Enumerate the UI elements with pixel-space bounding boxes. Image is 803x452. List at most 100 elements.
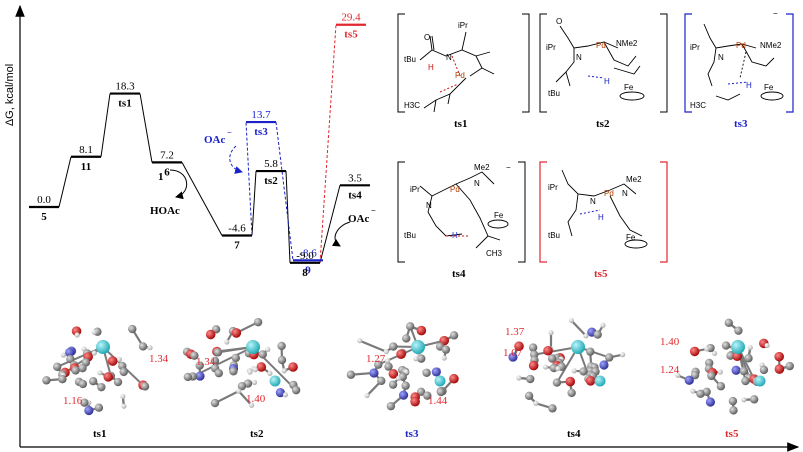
tbu-text: tBu	[404, 231, 416, 240]
dist-ts2-a: 1.34	[196, 356, 216, 368]
atom-O	[565, 376, 576, 387]
atom-C	[423, 391, 432, 400]
curved-arrow-1	[169, 169, 187, 200]
atom-C	[388, 380, 398, 389]
atom-O	[774, 351, 784, 362]
model-labels: 1.34 1.16 ts1 1.34 1.40 ts2 1.27 1.44 ts…	[63, 326, 739, 440]
atom-H	[690, 388, 696, 394]
atom-C	[384, 362, 393, 371]
atom-C	[547, 354, 557, 363]
atom-H	[548, 330, 554, 336]
fe-text: Fe	[626, 233, 636, 242]
atom-C	[277, 355, 287, 365]
dist-ts4-a: 1.37	[505, 326, 525, 338]
atom-C	[716, 382, 726, 391]
atom-N	[84, 405, 94, 416]
atom-C	[416, 387, 426, 397]
svg-text:O: O	[556, 17, 562, 26]
connector-8-ts4	[319, 185, 341, 263]
atom-C	[729, 406, 738, 415]
atom-O	[288, 362, 298, 372]
ipr-text: iPr	[546, 43, 556, 52]
connector-ts3-9	[275, 121, 294, 261]
atom-H	[413, 356, 419, 362]
atom-O	[388, 369, 399, 379]
species-label-ts2: ts2	[264, 175, 278, 187]
atom-H	[516, 375, 522, 381]
energy-label-ts3: 13.7	[251, 109, 271, 121]
bond	[237, 390, 253, 407]
atom-H	[764, 342, 770, 349]
h-text: H	[604, 77, 610, 86]
atom-C	[253, 317, 263, 327]
ipr-text: iPr	[690, 43, 700, 52]
bond	[214, 390, 240, 405]
atom-C	[741, 376, 750, 386]
n-text: N	[576, 53, 582, 62]
atom-O	[256, 362, 267, 372]
label-ts2: ts2	[596, 118, 610, 130]
label-ts1: ts1	[454, 118, 467, 130]
energy-label-7: -4.6	[228, 223, 246, 235]
atom-O	[410, 396, 420, 407]
energy-label-6: 7.2	[160, 149, 174, 161]
atom-C	[113, 377, 123, 387]
bracket-right	[518, 161, 526, 263]
me2-text: Me2	[626, 175, 642, 184]
tbu-text: tBu	[548, 89, 560, 98]
species-label-11: 11	[81, 161, 91, 173]
label-ts3: ts3	[734, 118, 748, 130]
energy-label-ts1: 18.3	[115, 81, 135, 93]
atom-C	[140, 382, 150, 391]
atom-C	[449, 331, 459, 340]
atom-H	[364, 392, 370, 399]
atom-N	[508, 352, 518, 362]
connector-6-7	[181, 162, 223, 236]
structure-ts1: iPr tBu N H Pd O H3C ts1	[397, 13, 530, 130]
h-text: H	[598, 213, 604, 222]
energy-label-8: -9.0	[296, 250, 314, 262]
atom-C	[405, 322, 415, 331]
h-text: H	[746, 81, 752, 90]
atom-C	[696, 389, 705, 399]
atom-C	[436, 387, 446, 397]
pd-text: Pd	[604, 189, 614, 198]
bracket-right	[660, 161, 668, 263]
atom-C	[237, 381, 247, 391]
bracket-left	[684, 13, 692, 113]
atom-C	[277, 341, 286, 351]
atom-H	[252, 367, 259, 373]
model-ts1	[42, 324, 153, 416]
connector-11-ts1	[100, 93, 111, 157]
bracket-left	[539, 161, 547, 263]
atom-O	[107, 356, 118, 366]
atom-C	[195, 361, 204, 370]
bond	[359, 339, 387, 353]
atom-C	[389, 342, 398, 351]
y-axis-label: ΔG, kcal/mol	[4, 64, 16, 126]
atom-H	[267, 370, 273, 376]
atom-C	[80, 398, 89, 407]
atom-H	[403, 369, 409, 375]
atom-H	[600, 322, 606, 328]
fe-text: Fe	[494, 211, 504, 220]
atom-N	[195, 371, 205, 381]
me2-text: Me2	[474, 163, 490, 172]
h-text: H	[428, 63, 434, 72]
atom-pd	[731, 340, 745, 354]
atom-H	[91, 350, 97, 356]
molecular-models	[42, 317, 794, 416]
connector-7-ts3	[245, 122, 253, 236]
atom-N	[684, 375, 694, 385]
atom-O	[528, 360, 539, 371]
structure-panels: iPr tBu N H Pd O H3C ts1 O iPr N	[397, 9, 794, 280]
bond	[570, 319, 587, 337]
atom-C	[605, 353, 614, 362]
atom-C	[88, 377, 98, 386]
caption-ts3: ts3	[405, 428, 419, 440]
caption-ts4: ts4	[567, 428, 581, 440]
bracket-left	[397, 13, 405, 113]
species-label-ts1: ts1	[118, 98, 131, 110]
atom-H	[147, 345, 153, 351]
hoac-label: HOAc	[150, 205, 180, 217]
